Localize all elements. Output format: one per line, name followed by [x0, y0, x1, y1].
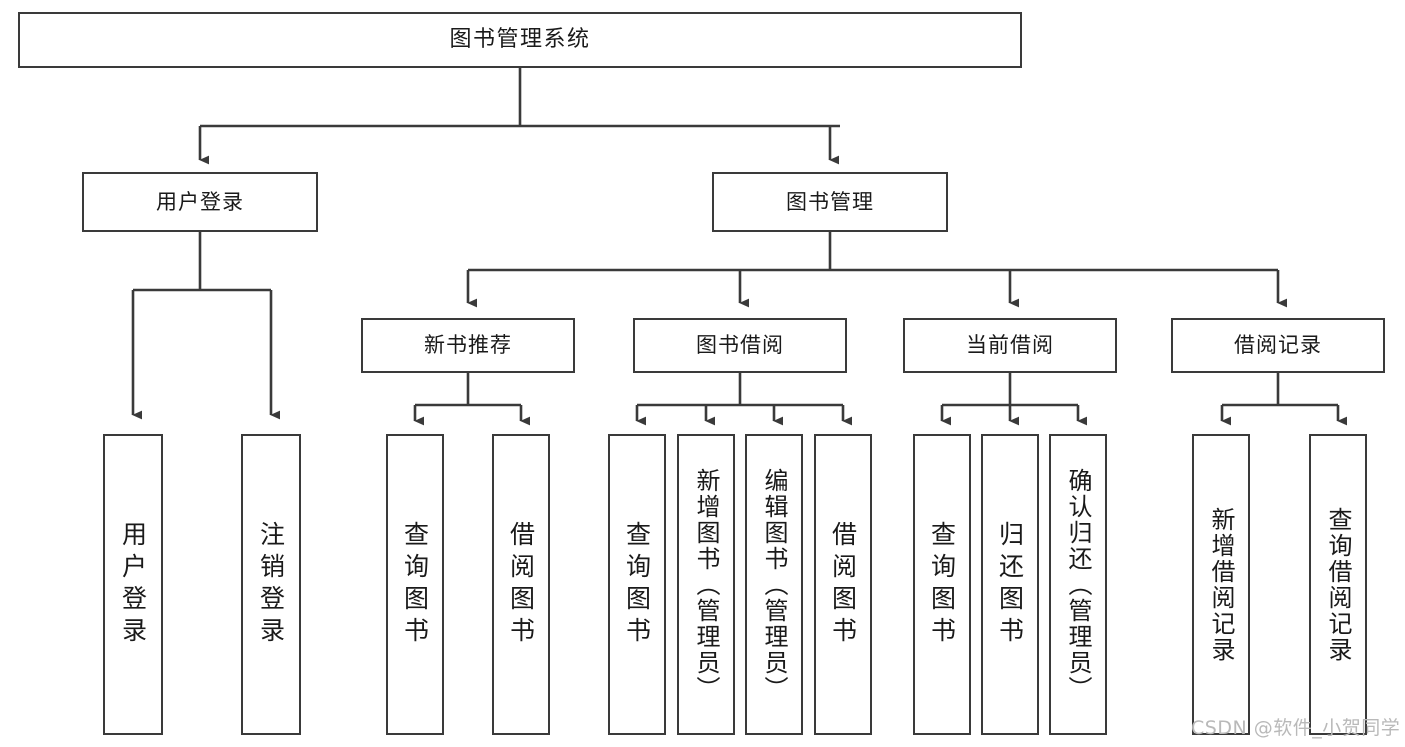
node-label: 新书推荐 — [424, 333, 512, 358]
node-label: 图书管理系统 — [449, 27, 591, 53]
node-label: 确认归还（管理员） — [1064, 467, 1092, 702]
node-label: 新增借阅记录 — [1207, 506, 1235, 663]
leaf-current-borrow-return-book[interactable]: 归还图书 — [981, 434, 1039, 735]
node-book-management[interactable]: 图书管理 — [712, 172, 948, 232]
node-user-login[interactable]: 用户登录 — [82, 172, 318, 232]
node-label: 图书管理 — [786, 189, 874, 214]
leaf-current-borrow-query-book[interactable]: 查询图书 — [913, 434, 971, 735]
node-label: 用户登录 — [118, 520, 148, 649]
leaf-borrow-record-add-record[interactable]: 新增借阅记录 — [1192, 434, 1250, 735]
node-label: 借阅图书 — [828, 520, 858, 649]
node-label: 当前借阅 — [966, 333, 1054, 358]
csdn-watermark: CSDN @软件_小贺同学 — [1191, 717, 1401, 739]
leaf-borrow-record-query-record[interactable]: 查询借阅记录 — [1309, 434, 1367, 735]
leaf-book-borrow-borrow-book[interactable]: 借阅图书 — [814, 434, 872, 735]
leaf-user-login-login[interactable]: 用户登录 — [103, 434, 163, 735]
node-label: 图书借阅 — [696, 333, 784, 358]
node-label: 新增图书（管理员） — [692, 467, 720, 702]
leaf-new-book-query-book[interactable]: 查询图书 — [386, 434, 444, 735]
node-label: 用户登录 — [156, 189, 244, 214]
node-label: 注销登录 — [256, 520, 286, 649]
node-current-borrow[interactable]: 当前借阅 — [903, 318, 1117, 373]
leaf-book-borrow-edit-book-admin[interactable]: 编辑图书（管理员） — [745, 434, 803, 735]
node-new-book-recommend[interactable]: 新书推荐 — [361, 318, 575, 373]
node-borrow-record[interactable]: 借阅记录 — [1171, 318, 1385, 373]
node-label: 借阅记录 — [1234, 333, 1322, 358]
node-label: 编辑图书（管理员） — [760, 467, 788, 702]
node-label: 借阅图书 — [506, 520, 536, 649]
node-book-borrow[interactable]: 图书借阅 — [633, 318, 847, 373]
leaf-new-book-borrow-book[interactable]: 借阅图书 — [492, 434, 550, 735]
node-label: 查询图书 — [927, 520, 957, 649]
leaf-current-borrow-confirm-return-admin[interactable]: 确认归还（管理员） — [1049, 434, 1107, 735]
node-label: 归还图书 — [995, 520, 1025, 649]
leaf-user-login-logout[interactable]: 注销登录 — [241, 434, 301, 735]
node-label: 查询借阅记录 — [1324, 506, 1352, 663]
leaf-book-borrow-add-book-admin[interactable]: 新增图书（管理员） — [677, 434, 735, 735]
leaf-book-borrow-query-book[interactable]: 查询图书 — [608, 434, 666, 735]
node-label: 查询图书 — [622, 520, 652, 649]
node-label: 查询图书 — [400, 520, 430, 649]
node-root-book-management-system[interactable]: 图书管理系统 — [18, 12, 1022, 68]
